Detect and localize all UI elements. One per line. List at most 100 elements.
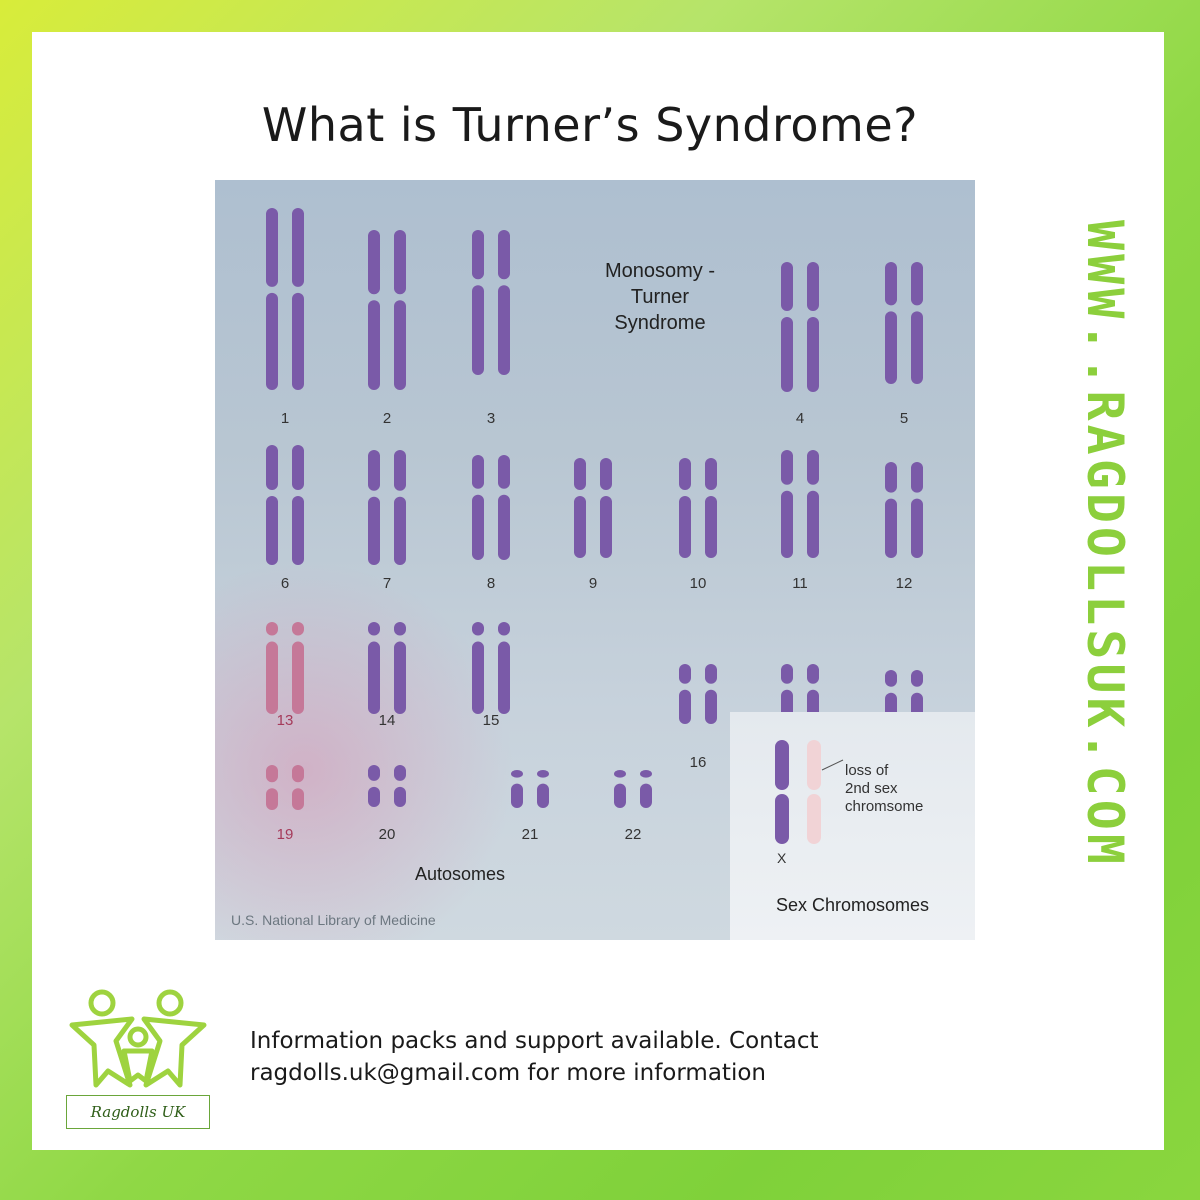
sex-chromosomes-title: Sex Chromosomes [775,895,930,915]
lost-chromosome-q-arm [807,794,821,844]
chromosome-label-13: 13 [276,712,294,729]
page-title: What is Turner’s Syndrome? [261,98,919,152]
autosomes-label: Autosomes [415,864,506,884]
chromosome-arm-q [911,498,923,558]
chromosome-pair-19 [266,765,304,810]
chromosome-pair-6 [266,445,304,565]
chromosome-arm-p [885,462,897,493]
chromosome-arm-p [911,670,923,687]
chromosome-arm-q [394,641,406,714]
chromosome-arm-q [292,641,304,714]
x-chromosome-label: X [777,850,787,866]
chromosome-pair-13 [266,622,304,714]
loss-pointer-line [821,759,844,771]
chromosome-arm-q [511,783,523,808]
chromosome-label-11: 11 [792,575,808,592]
chromosome-arm-q [600,496,612,558]
chromosome-arm-q [292,496,304,565]
website-url[interactable]: WWW..RAGDOLLSUK.COM [1076,220,1134,868]
chromosome-arm-p [394,622,406,636]
chromosome-arm-p [679,664,691,684]
chromosome-label-14: 14 [378,712,396,729]
chromosome-pair-20 [368,765,406,807]
chromosome-pair-22 [614,770,652,808]
chromosome-arm-q [911,311,923,384]
chromosome-arm-q [705,496,717,558]
sex-chromosome-diagram [775,740,844,844]
chromosome-arm-p [807,262,819,311]
chromosome-label-2: 2 [382,410,392,427]
chromosome-pair-4 [781,262,819,392]
karyotype-figure: 12345678910111213141516171819202122 Mono… [215,180,975,940]
chromosome-arm-p [705,664,717,684]
lost-chromosome-p-arm [807,740,821,790]
chromosome-arm-p [498,622,510,636]
chromosome-arm-p [472,230,484,280]
chromosome-arm-q [498,285,510,375]
chromosome-arm-p [472,455,484,489]
chromosome-arm-p [640,770,652,778]
chromosome-pair-9 [574,458,612,558]
chromosome-arm-q [266,292,278,390]
chromosome-arm-q [574,496,586,558]
chromosome-label-7: 7 [382,575,392,592]
contact-text: Information packs and support available.… [250,1025,1050,1089]
chromosome-arm-q [498,494,510,560]
chromosome-label-20: 20 [378,826,396,843]
chromosome-label-16: 16 [689,754,707,771]
chromosome-arm-p [614,770,626,778]
chromosome-arm-p [885,262,897,306]
chromosome-label-19: 19 [276,826,294,843]
chromosome-arm-p [911,262,923,306]
contact-line-2[interactable]: ragdolls.uk@gmail.com for more informati… [250,1060,766,1086]
chromosome-arm-q [472,285,484,375]
chromosome-pair-8 [472,455,510,560]
chromosome-label-15: 15 [482,712,500,729]
chromosome-arm-p [498,230,510,280]
chromosome-arm-p [781,262,793,311]
chromosome-arm-p [368,765,380,781]
chromosome-label-22: 22 [624,826,642,843]
image-credit: U.S. National Library of Medicine [231,912,436,928]
x-chromosome-q-arm [775,794,789,844]
chromosome-arm-q [885,311,897,384]
family-figures-icon [69,989,207,1088]
chromosome-arm-q [368,300,380,390]
chromosome-arm-p [679,458,691,490]
contact-line-1: Information packs and support available.… [250,1028,819,1054]
chromosome-arm-p [807,664,819,684]
chromosome-label-4: 4 [795,410,805,427]
chromosome-arm-q [472,494,484,560]
chromosome-label-10: 10 [689,575,707,592]
chromosome-pair-11 [781,450,819,558]
chromosome-arm-q [266,641,278,714]
chromosome-arm-p [368,450,380,491]
chromosome-arm-q [266,496,278,565]
chromosome-pair-7 [368,450,406,565]
chromosome-arm-p [368,230,380,295]
chromosome-arm-q [781,317,793,392]
chromosome-arm-p [266,208,278,287]
chromosome-arm-q [705,689,717,724]
chromosome-label-5: 5 [899,410,909,427]
pink-glow [215,560,515,940]
chromosome-arm-q [781,490,793,558]
chromosome-arm-q [368,641,380,714]
chromosome-diagram [266,208,923,810]
chromosome-label-8: 8 [486,575,496,592]
chromosome-pair-2 [368,230,406,390]
chromosome-arm-q [292,788,304,810]
chromosome-arm-q [640,783,652,808]
chromosome-label-3: 3 [486,410,496,427]
chromosome-arm-q [266,788,278,810]
chromosome-arm-p [394,450,406,491]
chromosome-arm-p [807,450,819,485]
chromosome-arm-p [394,230,406,295]
chromosome-arm-p [472,622,484,636]
chromosome-arm-q [472,641,484,714]
chromosome-pair-1 [266,208,304,390]
chromosome-pair-12 [885,462,923,558]
chromosome-arm-q [368,496,380,565]
chromosome-label-21: 21 [521,826,539,843]
chromosome-arm-p [266,622,278,636]
